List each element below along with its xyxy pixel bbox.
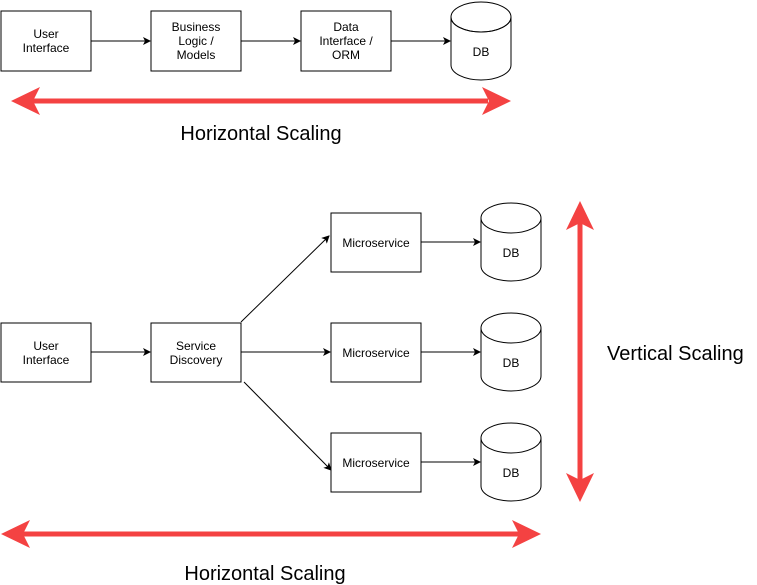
data-interface-label-line2: Interface / xyxy=(319,34,373,48)
bottom-horizontal-scaling-arrow xyxy=(1,520,541,548)
top-horizontal-scaling-label: Horizontal Scaling xyxy=(180,123,341,145)
data-interface-label-line3: ORM xyxy=(332,48,360,62)
db-2-label: DB xyxy=(503,356,520,370)
top-db-label: DB xyxy=(473,45,490,59)
bottom-horizontal-scaling-label: Horizontal Scaling xyxy=(184,563,345,585)
db-cylinder-1: DB xyxy=(480,202,542,282)
bottom-user-interface-label-line1: User xyxy=(33,339,58,353)
vertical-scaling-label: Vertical Scaling xyxy=(607,343,744,365)
microservice-3-label: Microservice xyxy=(342,456,410,470)
bottom-user-interface-label-line2: Interface xyxy=(23,353,70,367)
business-logic-label-line3: Models xyxy=(177,48,216,62)
top-user-interface-label-line2: Interface xyxy=(23,41,70,55)
business-logic-label-line1: Business xyxy=(172,20,221,34)
microservice-2-label: Microservice xyxy=(342,346,410,360)
vertical-scaling-arrow xyxy=(566,201,594,502)
top-user-interface-box: User Interface xyxy=(0,10,92,72)
business-logic-box: Business Logic / Models xyxy=(150,10,242,72)
db-3-label: DB xyxy=(503,466,520,480)
db-cylinder-3: DB xyxy=(480,422,542,502)
arrow-discovery-to-microservice-3 xyxy=(243,381,332,471)
db-1-label: DB xyxy=(503,246,520,260)
top-db-cylinder: DB xyxy=(450,1,512,81)
data-interface-box: Data Interface / ORM xyxy=(300,10,392,72)
bottom-flow: User Interface Service Discovery Microse… xyxy=(0,202,542,502)
bottom-user-interface-box: User Interface xyxy=(0,322,92,383)
db-cylinder-2: DB xyxy=(480,312,542,392)
service-discovery-label-line2: Discovery xyxy=(170,353,223,367)
microservice-box-2: Microservice xyxy=(330,322,422,383)
microservice-box-1: Microservice xyxy=(330,212,422,273)
business-logic-label-line2: Logic / xyxy=(178,34,214,48)
top-user-interface-label-line1: User xyxy=(33,27,58,41)
microservice-box-3: Microservice xyxy=(330,432,422,493)
data-interface-label-line1: Data xyxy=(333,20,359,34)
microservice-1-label: Microservice xyxy=(342,236,410,250)
service-discovery-box: Service Discovery xyxy=(150,322,242,383)
service-discovery-label-line1: Service xyxy=(176,339,216,353)
top-flow: User Interface Business Logic / Models D… xyxy=(0,1,512,81)
top-horizontal-scaling-arrow xyxy=(11,87,511,115)
arrow-discovery-to-microservice-1 xyxy=(240,235,330,323)
